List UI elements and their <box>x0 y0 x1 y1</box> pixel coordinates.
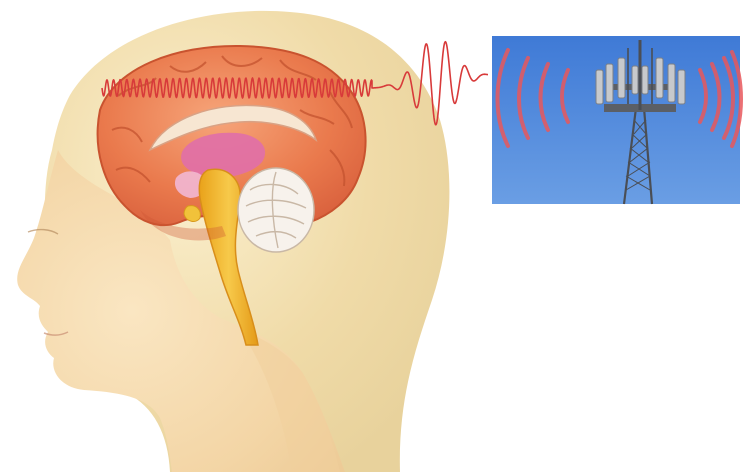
cerebellum <box>238 168 314 252</box>
cell-tower-panel <box>492 36 741 204</box>
pituitary <box>184 206 200 222</box>
